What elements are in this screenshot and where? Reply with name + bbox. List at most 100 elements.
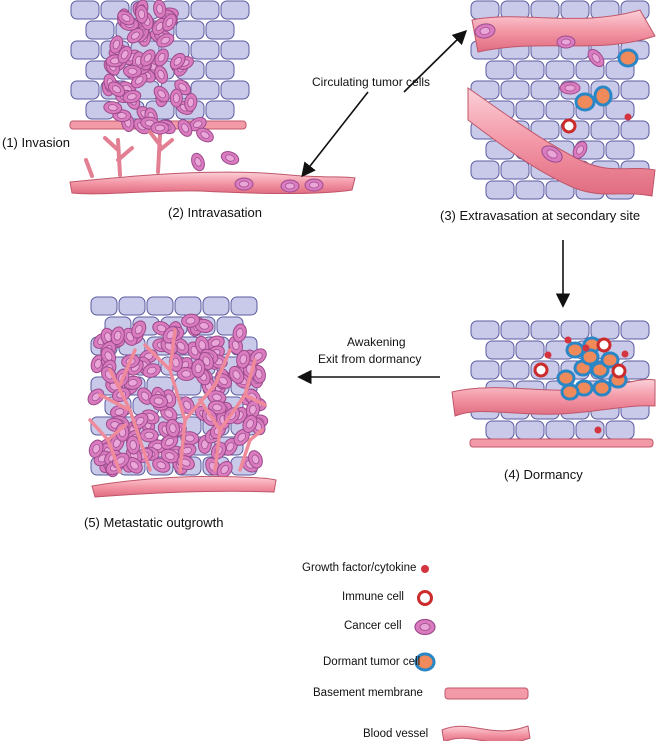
tissue-cell	[590, 120, 620, 140]
cancer-cell	[140, 49, 156, 67]
dormant-tumor-cell	[593, 85, 613, 107]
tissue-cell	[560, 0, 590, 20]
tissue-cell	[190, 0, 220, 20]
tissue-cell	[220, 0, 250, 20]
annotation-exit-dormancy: Exit from dormancy	[318, 352, 422, 366]
cytokine-dot	[582, 344, 590, 352]
cancer-cell	[541, 145, 563, 163]
panel-invasion	[69, 0, 356, 195]
cancer-cell	[103, 101, 123, 115]
tissue-cell	[620, 80, 650, 100]
cancer-cell	[153, 85, 170, 103]
cancer-cell	[248, 450, 263, 469]
cancer-cell	[559, 81, 581, 95]
tissue-cell	[220, 40, 250, 60]
blood-vessel-icon	[441, 725, 531, 741]
tissue-cell	[470, 160, 500, 180]
tissue-cell	[205, 60, 235, 80]
cancer-cell	[228, 365, 245, 384]
tissue-cell	[230, 296, 258, 316]
cancer-cell	[177, 119, 193, 137]
annotation-awakening: Awakening	[347, 335, 406, 349]
tissue-cell	[205, 20, 235, 40]
tissue-cell	[205, 100, 235, 120]
legend-label-cancer-cell: Cancer cell	[344, 620, 402, 632]
dormant-cell-icon	[414, 652, 436, 672]
cancer-cell	[572, 141, 588, 159]
cancer-cell	[142, 363, 161, 378]
dormant-tumor-cell	[617, 48, 639, 68]
immune-cell	[596, 337, 612, 353]
legend-label-dormant-cell: Dormant tumor cell	[323, 656, 421, 668]
cytokine-dot	[594, 426, 602, 434]
tissue-cell	[190, 40, 220, 60]
tissue-cell	[470, 320, 500, 340]
cancer-cell	[150, 121, 170, 135]
tissue-cell	[470, 360, 500, 380]
cancer-cell	[88, 439, 104, 459]
tissue-cell	[500, 320, 530, 340]
tissue-cell	[500, 360, 530, 380]
immune-cell	[533, 362, 549, 378]
tissue-cell	[190, 80, 220, 100]
tissue-cell	[605, 140, 635, 160]
stage-label-outgrowth: (5) Metastatic outgrowth	[84, 515, 224, 530]
cancer-cell	[156, 33, 175, 48]
cancer-cell	[191, 358, 206, 378]
tissue-cell	[530, 0, 560, 20]
tissue-cell	[485, 180, 515, 200]
tissue-cell	[175, 20, 205, 40]
blood-vessel-3b	[467, 87, 656, 197]
tissue-cell	[620, 320, 650, 340]
tissue-cell	[485, 340, 515, 360]
cancer-cell	[107, 81, 126, 97]
tissue-cell	[202, 296, 230, 316]
panel-outgrowth	[87, 296, 277, 498]
tissue-cell	[605, 420, 635, 440]
escaping-cancer-cells	[150, 119, 324, 193]
cancer-cell	[304, 178, 324, 192]
tissue-cell	[515, 420, 545, 440]
cancer-cell	[216, 460, 233, 479]
angiogenic-vessels	[88, 328, 267, 474]
cancer-cell	[149, 393, 169, 409]
basement-membrane-4	[469, 438, 654, 448]
extravasating-cells	[474, 23, 639, 163]
tissue-cell	[515, 60, 545, 80]
dormant-cluster	[533, 336, 629, 434]
cancer-cell	[122, 89, 142, 104]
invading-tumor-mass	[101, 0, 207, 135]
tissue-cell	[70, 80, 100, 100]
cytokine-dot	[544, 351, 552, 359]
cancer-cell	[233, 428, 250, 446]
dormant-tumor-cell	[574, 92, 596, 112]
dormant-tumor-cell	[580, 348, 600, 366]
tissue-cell	[174, 296, 202, 316]
stage-label-invasion: (1) Invasion	[2, 135, 70, 150]
arrow-to-secondary-site	[403, 29, 468, 93]
cancer-cell	[220, 151, 240, 165]
cancer-cell	[169, 88, 183, 108]
tissue-cell	[530, 80, 560, 100]
cancer-cell	[117, 45, 133, 64]
basement-membrane-bar-icon	[444, 687, 529, 700]
tissue-cell	[545, 420, 575, 440]
cancer-cell	[154, 48, 169, 67]
cytokine-dot	[624, 113, 632, 121]
dormant-tumor-cell	[565, 341, 585, 359]
dormant-tumor-cell	[556, 369, 576, 387]
tissue-cell	[470, 0, 500, 20]
cancer-cell	[188, 117, 207, 132]
tissue-cell	[485, 60, 515, 80]
panel-extravasation	[467, 0, 656, 200]
cytokine-dot	[564, 336, 572, 344]
cytokine-dot	[621, 350, 629, 358]
cancer-cell	[181, 313, 201, 328]
tissue-cell	[118, 296, 146, 316]
tissue-cell	[500, 80, 530, 100]
legend-label-growth-factor: Growth factor/cytokine	[302, 562, 417, 574]
cancer-cell	[245, 400, 260, 420]
blood-vessel-5	[91, 475, 277, 498]
stage-label-intravasation: (2) Intravasation	[168, 205, 262, 220]
